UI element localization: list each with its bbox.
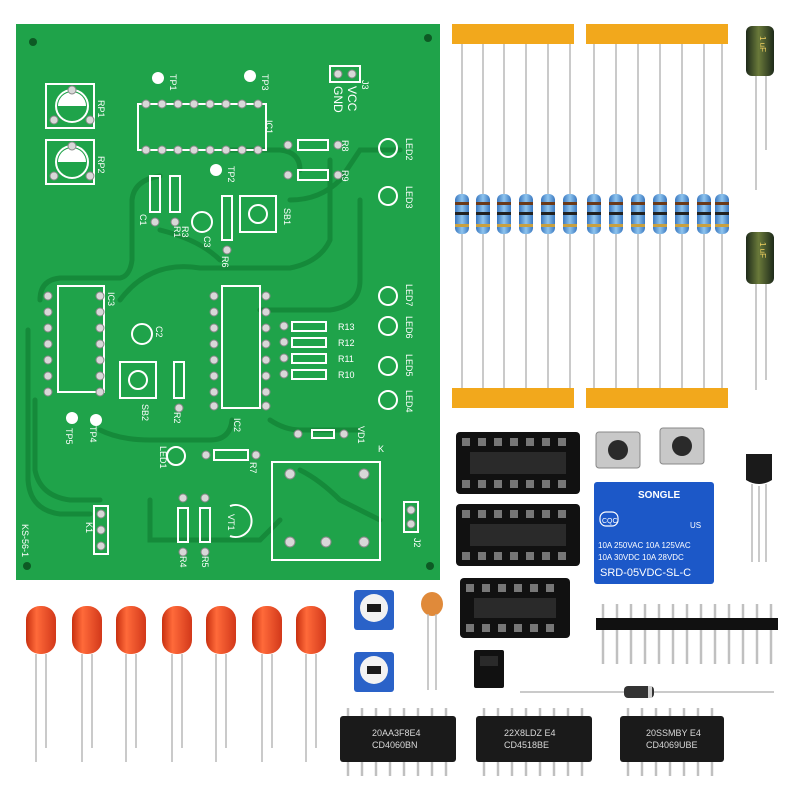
led-5: [206, 606, 236, 762]
red-leds: [26, 606, 326, 762]
chip-1-line1: 20AA3F8E4: [372, 728, 421, 738]
label-tp1: TP1: [168, 74, 178, 91]
label-r12: R12: [338, 338, 355, 348]
label-r2: R2: [172, 412, 182, 424]
label-r1: R1: [172, 226, 182, 238]
relay-rating-line1: 10A 250VAC 10A 125VAC: [598, 541, 691, 550]
label-r3: R3: [180, 226, 190, 238]
tactile-button-b: [659, 427, 705, 465]
led-4: [162, 606, 192, 762]
label-sb1: SB1: [282, 208, 292, 225]
label-j3: J3: [360, 80, 370, 90]
ceramic-capacitor: [421, 592, 443, 690]
label-k1: K1: [84, 522, 94, 533]
capacitor-label-top: 1 uF: [758, 36, 767, 52]
label-vcc: VCC: [345, 86, 359, 112]
chip-3-part: CD4069UBE: [646, 740, 698, 750]
trimmer-pot-a: [354, 590, 394, 630]
label-tp3: TP3: [260, 74, 270, 91]
chip-cd4060: 20AA3F8E4 CD4060BN: [340, 708, 456, 776]
label-r7: R7: [248, 462, 258, 474]
relay-rating-line2: 10A 30VDC 10A 28VDC: [598, 553, 684, 562]
label-r13: R13: [338, 322, 355, 332]
label-ic2: IC2: [232, 418, 242, 432]
label-r11: R11: [338, 354, 354, 364]
label-tp2: TP2: [226, 166, 236, 183]
label-k: K: [378, 444, 384, 454]
chip-1-part: CD4060BN: [372, 740, 418, 750]
led-6: [252, 606, 282, 762]
label-r4: R4: [178, 556, 188, 568]
label-j2: J2: [412, 538, 422, 548]
label-tp5: TP5: [64, 428, 74, 445]
chip-2-line1: 22X8LDZ E4: [504, 728, 556, 738]
label-ic1: IC1: [264, 120, 274, 134]
label-led6: LED6: [404, 316, 414, 339]
electrolytic-capacitor-bottom: 1 uF: [746, 232, 774, 390]
label-sb2: SB2: [140, 404, 150, 421]
label-led5: LED5: [404, 354, 414, 377]
ic-socket-16-a: [456, 432, 580, 494]
label-r6: R6: [220, 256, 230, 268]
label-tp4: TP4: [88, 426, 98, 443]
label-led4: LED4: [404, 390, 414, 413]
ic-socket-16-b: [456, 504, 580, 566]
trimmer-pot-b: [354, 652, 394, 692]
pcb-board: J3 GND VCC TP1 TP3 TP2 TP4 TP5 RP1 RP2 I…: [16, 24, 440, 580]
label-rp2: RP2: [96, 156, 106, 174]
relay: SONGLE CQC US 10A 250VAC 10A 125VAC 10A …: [594, 482, 714, 584]
relay-brand: SONGLE: [638, 490, 681, 501]
label-led1: LED1: [158, 446, 168, 469]
label-led3: LED3: [404, 186, 414, 209]
relay-cert-right: US: [690, 521, 701, 530]
chip-cd4069: 20SSMBY E4 CD4069UBE: [620, 708, 724, 776]
led-1: [26, 606, 56, 762]
label-c3: C3: [202, 236, 212, 248]
resistor-strip: [452, 24, 729, 408]
label-rp1: RP1: [96, 100, 106, 118]
relay-cert-left: CQC: [602, 518, 618, 525]
pin-header: [596, 604, 778, 664]
label-vt1: VT1: [226, 514, 236, 531]
label-c1: C1: [138, 214, 148, 226]
capacitor-label-bottom: 1 uF: [758, 242, 767, 258]
label-r8: R8: [340, 140, 350, 152]
relay-model: SRD-05VDC-SL-C: [600, 567, 691, 579]
label-ic3: IC3: [106, 292, 116, 306]
electrolytic-capacitor-top: 1 uF: [746, 26, 774, 190]
label-r9: R9: [340, 170, 350, 182]
label-r10: R10: [338, 370, 355, 380]
label-board-id: KS-56-1: [20, 524, 30, 557]
led-3: [116, 606, 146, 762]
jumper-cap: [474, 650, 504, 688]
chip-2-part: CD4518BE: [504, 740, 549, 750]
label-gnd: GND: [331, 86, 345, 113]
chip-cd4518: 22X8LDZ E4 CD4518BE: [476, 708, 592, 776]
diode: [520, 686, 774, 698]
ic-socket-14: [460, 578, 570, 638]
led-2: [72, 606, 102, 762]
label-vd1: VD1: [356, 426, 366, 444]
led-7: [296, 606, 326, 762]
label-led7: LED7: [404, 284, 414, 307]
label-r5: R5: [200, 556, 210, 568]
tactile-button-a: [595, 431, 641, 469]
transistor: [746, 454, 772, 562]
label-led2: LED2: [404, 138, 414, 161]
label-c2: C2: [154, 326, 164, 338]
chip-3-line1: 20SSMBY E4: [646, 728, 701, 738]
